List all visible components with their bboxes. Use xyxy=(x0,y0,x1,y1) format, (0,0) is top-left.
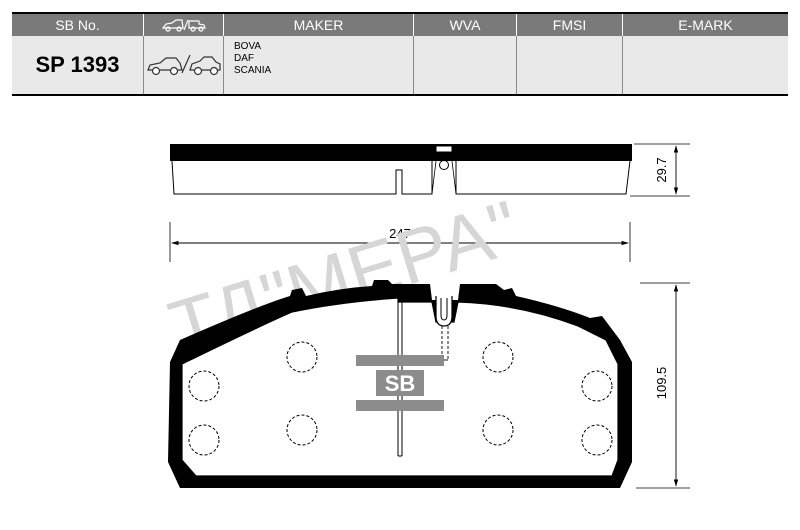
car-truck-icon xyxy=(146,54,221,76)
friction-layer-side xyxy=(171,160,631,195)
header-sb-no: SB No. xyxy=(12,14,144,36)
dim-thickness-label: 29.7 xyxy=(654,157,669,182)
header-emark: E-MARK xyxy=(623,14,788,36)
hole xyxy=(482,341,514,373)
header-maker: MAKER xyxy=(224,14,414,36)
side-view xyxy=(170,144,632,195)
thickness-dimension: 29.7 xyxy=(630,143,690,197)
hole xyxy=(286,341,318,373)
backing-plate-side xyxy=(170,144,632,161)
mounting-holes xyxy=(188,341,613,456)
dim-height-label: 109.5 xyxy=(654,367,669,400)
height-dimension: 109.5 xyxy=(636,282,690,489)
header-fmsi: FMSI xyxy=(517,14,623,36)
wva-value xyxy=(414,36,517,94)
header-vehicle xyxy=(144,14,224,36)
clip-top xyxy=(435,145,453,153)
car-truck-icon xyxy=(161,19,206,32)
hole xyxy=(188,424,220,456)
maker-item: BOVA xyxy=(234,41,262,52)
emark-value xyxy=(623,36,788,94)
clip-slot xyxy=(435,296,453,327)
hole xyxy=(581,370,613,402)
sb-logo-text: SB xyxy=(385,371,416,396)
spec-table: SB No. MAKER WVA FMSI E-MARK SP 1393 BOV… xyxy=(12,12,788,96)
maker-item: DAF xyxy=(234,53,254,64)
sensor-hole xyxy=(439,160,449,170)
hole xyxy=(188,370,220,402)
vehicle-cell xyxy=(144,36,224,94)
dim-width-label: 247 xyxy=(389,226,411,241)
hole xyxy=(286,414,318,446)
hole xyxy=(482,414,514,446)
header-wva: WVA xyxy=(414,14,517,36)
maker-list: BOVA DAF SCANIA xyxy=(224,36,414,94)
maker-item: SCANIA xyxy=(234,65,272,76)
sb-logo: SB xyxy=(356,355,444,411)
hole xyxy=(581,424,613,456)
width-dimension: 247 xyxy=(169,222,631,262)
front-view: SB xyxy=(168,280,632,488)
fmsi-value xyxy=(517,36,623,94)
part-number: SP 1393 xyxy=(12,36,144,94)
